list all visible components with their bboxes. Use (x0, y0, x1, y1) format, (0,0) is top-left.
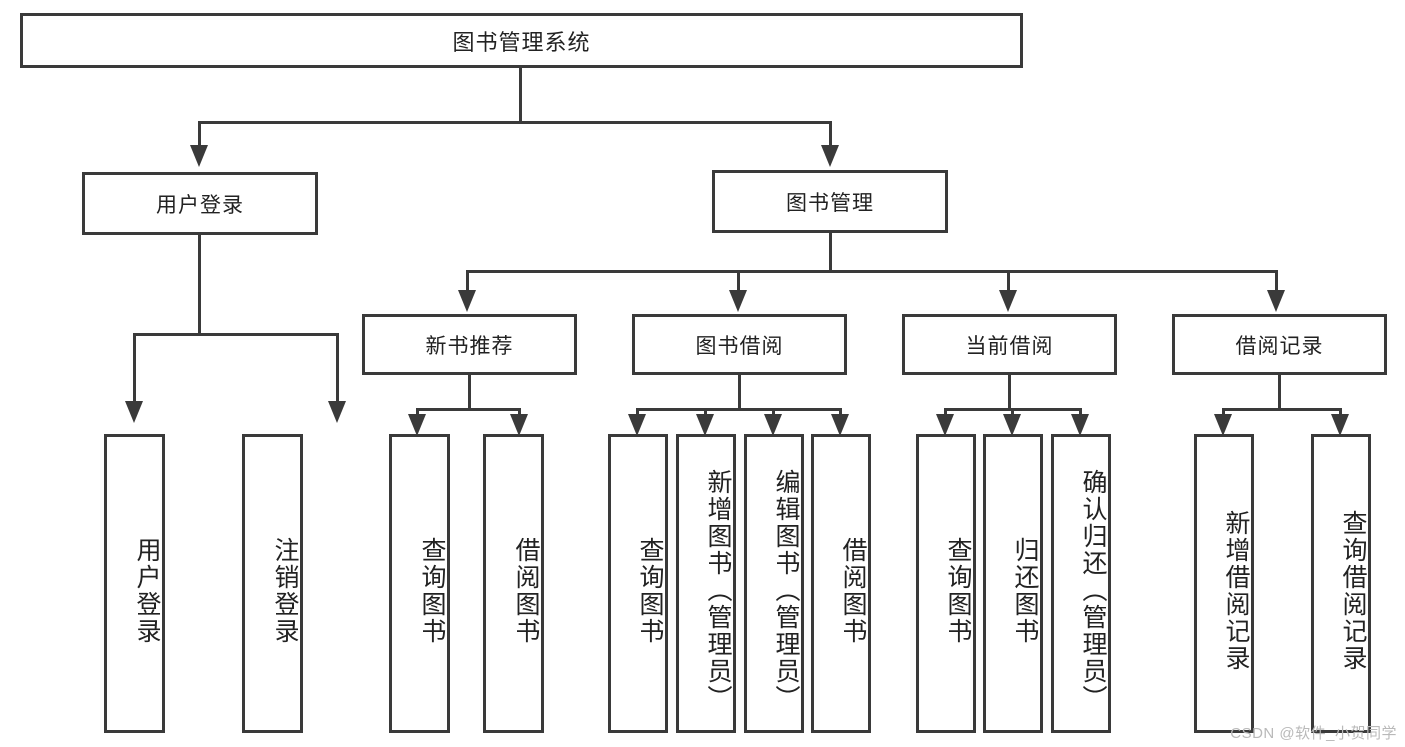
edge-user-login-b2 (336, 333, 339, 403)
arrow-leaf-query-record (1331, 414, 1349, 436)
node-new-book-recommend[interactable]: 新书推荐 (362, 314, 577, 375)
edge-user-login-bus (133, 333, 339, 336)
arrow-leaf-confirm-return (1071, 414, 1089, 436)
edge-nbr-bus (416, 408, 521, 411)
node-borrow-record[interactable]: 借阅记录 (1172, 314, 1387, 375)
node-current-borrow[interactable]: 当前借阅 (902, 314, 1117, 375)
edge-book-manage-stem (829, 233, 832, 273)
edge-bm-b4 (1275, 270, 1278, 292)
node-root[interactable]: 图书管理系统 (20, 13, 1023, 68)
leaf-user-logout[interactable]: 注销登录 (242, 434, 303, 733)
edge-bm-b1 (466, 270, 469, 292)
leaf-borrow-book-2[interactable]: 借阅图书 (811, 434, 871, 733)
edge-user-login-b1 (133, 333, 136, 403)
arrow-leaf-borrow-book-2 (831, 414, 849, 436)
edge-root-bus (198, 121, 832, 124)
arrow-leaf-query-book-1 (408, 414, 426, 436)
edge-book-manage-bus (466, 270, 1278, 273)
leaf-return-book[interactable]: 归还图书 (983, 434, 1043, 733)
edge-user-login-stem (198, 235, 201, 335)
edge-bb-stem (738, 375, 741, 410)
arrow-to-user-login (190, 145, 208, 167)
arrow-leaf-user-logout (328, 401, 346, 423)
edge-bb-bus (636, 408, 841, 411)
leaf-query-book-2[interactable]: 查询图书 (608, 434, 668, 733)
arrow-leaf-query-book-2 (628, 414, 646, 436)
arrow-leaf-add-record (1214, 414, 1232, 436)
arrow-current-borrow (999, 290, 1017, 312)
edge-bm-b2 (737, 270, 740, 292)
edge-cb-stem (1008, 375, 1011, 410)
leaf-query-book-1[interactable]: 查询图书 (389, 434, 450, 733)
arrow-leaf-return-book (1003, 414, 1021, 436)
arrow-book-borrow (729, 290, 747, 312)
node-book-manage[interactable]: 图书管理 (712, 170, 948, 233)
edge-bm-b3 (1007, 270, 1010, 292)
arrow-leaf-query-book-3 (936, 414, 954, 436)
edge-root-stem (519, 68, 522, 124)
arrow-leaf-user-login (125, 401, 143, 423)
leaf-borrow-book-1[interactable]: 借阅图书 (483, 434, 544, 733)
watermark: CSDN @软件_小贺同学 (1230, 725, 1397, 742)
edge-br-bus (1222, 408, 1342, 411)
arrow-borrow-record (1267, 290, 1285, 312)
edge-root-to-book-manage (829, 121, 832, 147)
leaf-user-login[interactable]: 用户登录 (104, 434, 165, 733)
node-book-borrow[interactable]: 图书借阅 (632, 314, 847, 375)
edge-br-stem (1278, 375, 1281, 410)
edge-nbr-stem (468, 375, 471, 410)
leaf-query-record[interactable]: 查询借阅记录 (1311, 434, 1371, 733)
arrow-to-book-manage (821, 145, 839, 167)
edge-root-to-user-login (198, 121, 201, 147)
node-user-login[interactable]: 用户登录 (82, 172, 318, 235)
arrow-new-book-recommend (458, 290, 476, 312)
leaf-query-book-3[interactable]: 查询图书 (916, 434, 976, 733)
arrow-leaf-edit-book (764, 414, 782, 436)
leaf-confirm-return[interactable]: 确认归还（管理员） (1051, 434, 1111, 733)
leaf-edit-book[interactable]: 编辑图书（管理员） (744, 434, 804, 733)
leaf-add-record[interactable]: 新增借阅记录 (1194, 434, 1254, 733)
arrow-leaf-borrow-book-1 (510, 414, 528, 436)
leaf-add-book[interactable]: 新增图书（管理员） (676, 434, 736, 733)
arrow-leaf-add-book (696, 414, 714, 436)
